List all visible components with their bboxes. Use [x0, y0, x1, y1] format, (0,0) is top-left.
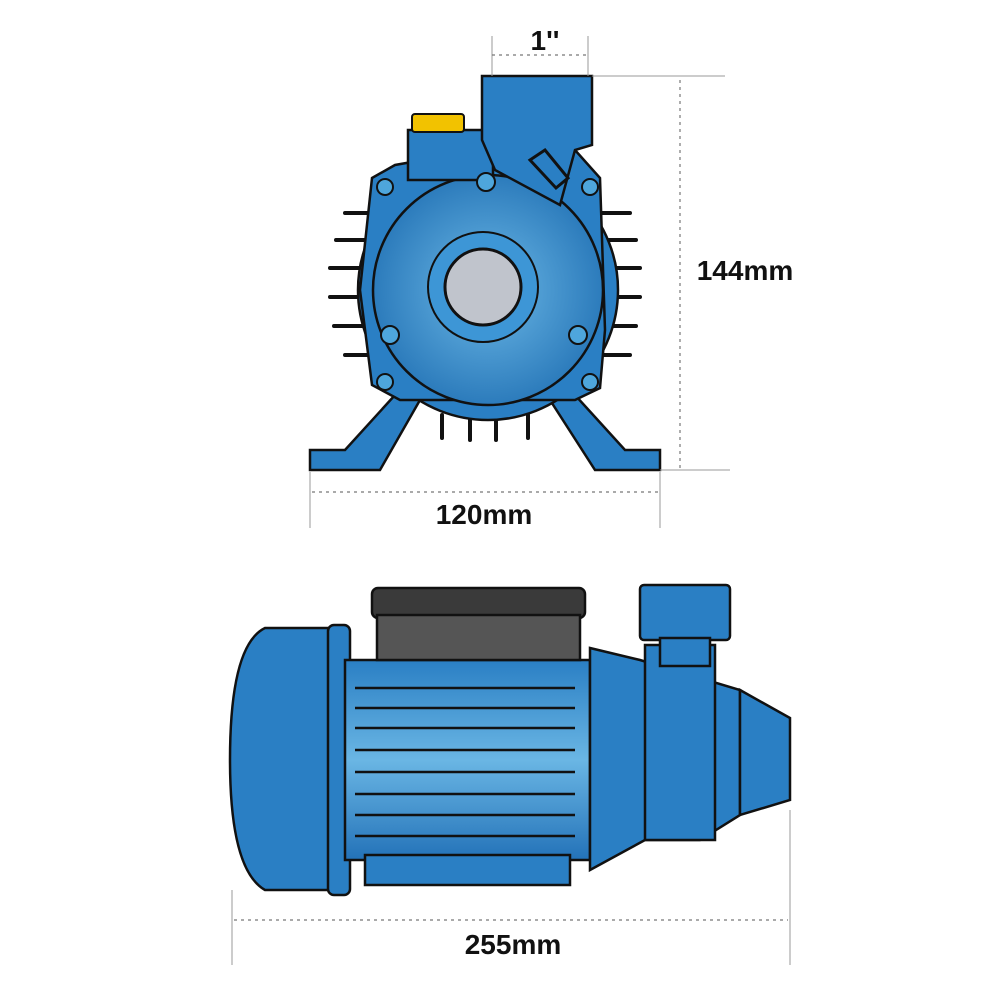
bolts	[376, 172, 599, 391]
side-view	[228, 583, 792, 897]
terminal-box	[375, 613, 582, 662]
fan-cover	[228, 626, 337, 892]
outlet-fitting	[638, 583, 732, 642]
motor-body	[343, 658, 592, 862]
priming-housing	[406, 128, 495, 182]
outlet-dimension-label: 1''	[531, 25, 560, 56]
height-dimension-label: 144mm	[697, 255, 794, 286]
length-dimension-label: 255mm	[465, 929, 562, 960]
flow-arrow-icon	[527, 147, 571, 191]
priming-cap	[411, 113, 465, 133]
motor-fins	[355, 686, 575, 838]
inlet-port	[443, 247, 523, 327]
dimension-lines	[231, 36, 791, 965]
inlet-cone	[738, 687, 792, 817]
front-view	[308, 74, 662, 472]
terminal-box-lid	[370, 586, 587, 620]
width-dimension-label: 120mm	[436, 499, 533, 530]
